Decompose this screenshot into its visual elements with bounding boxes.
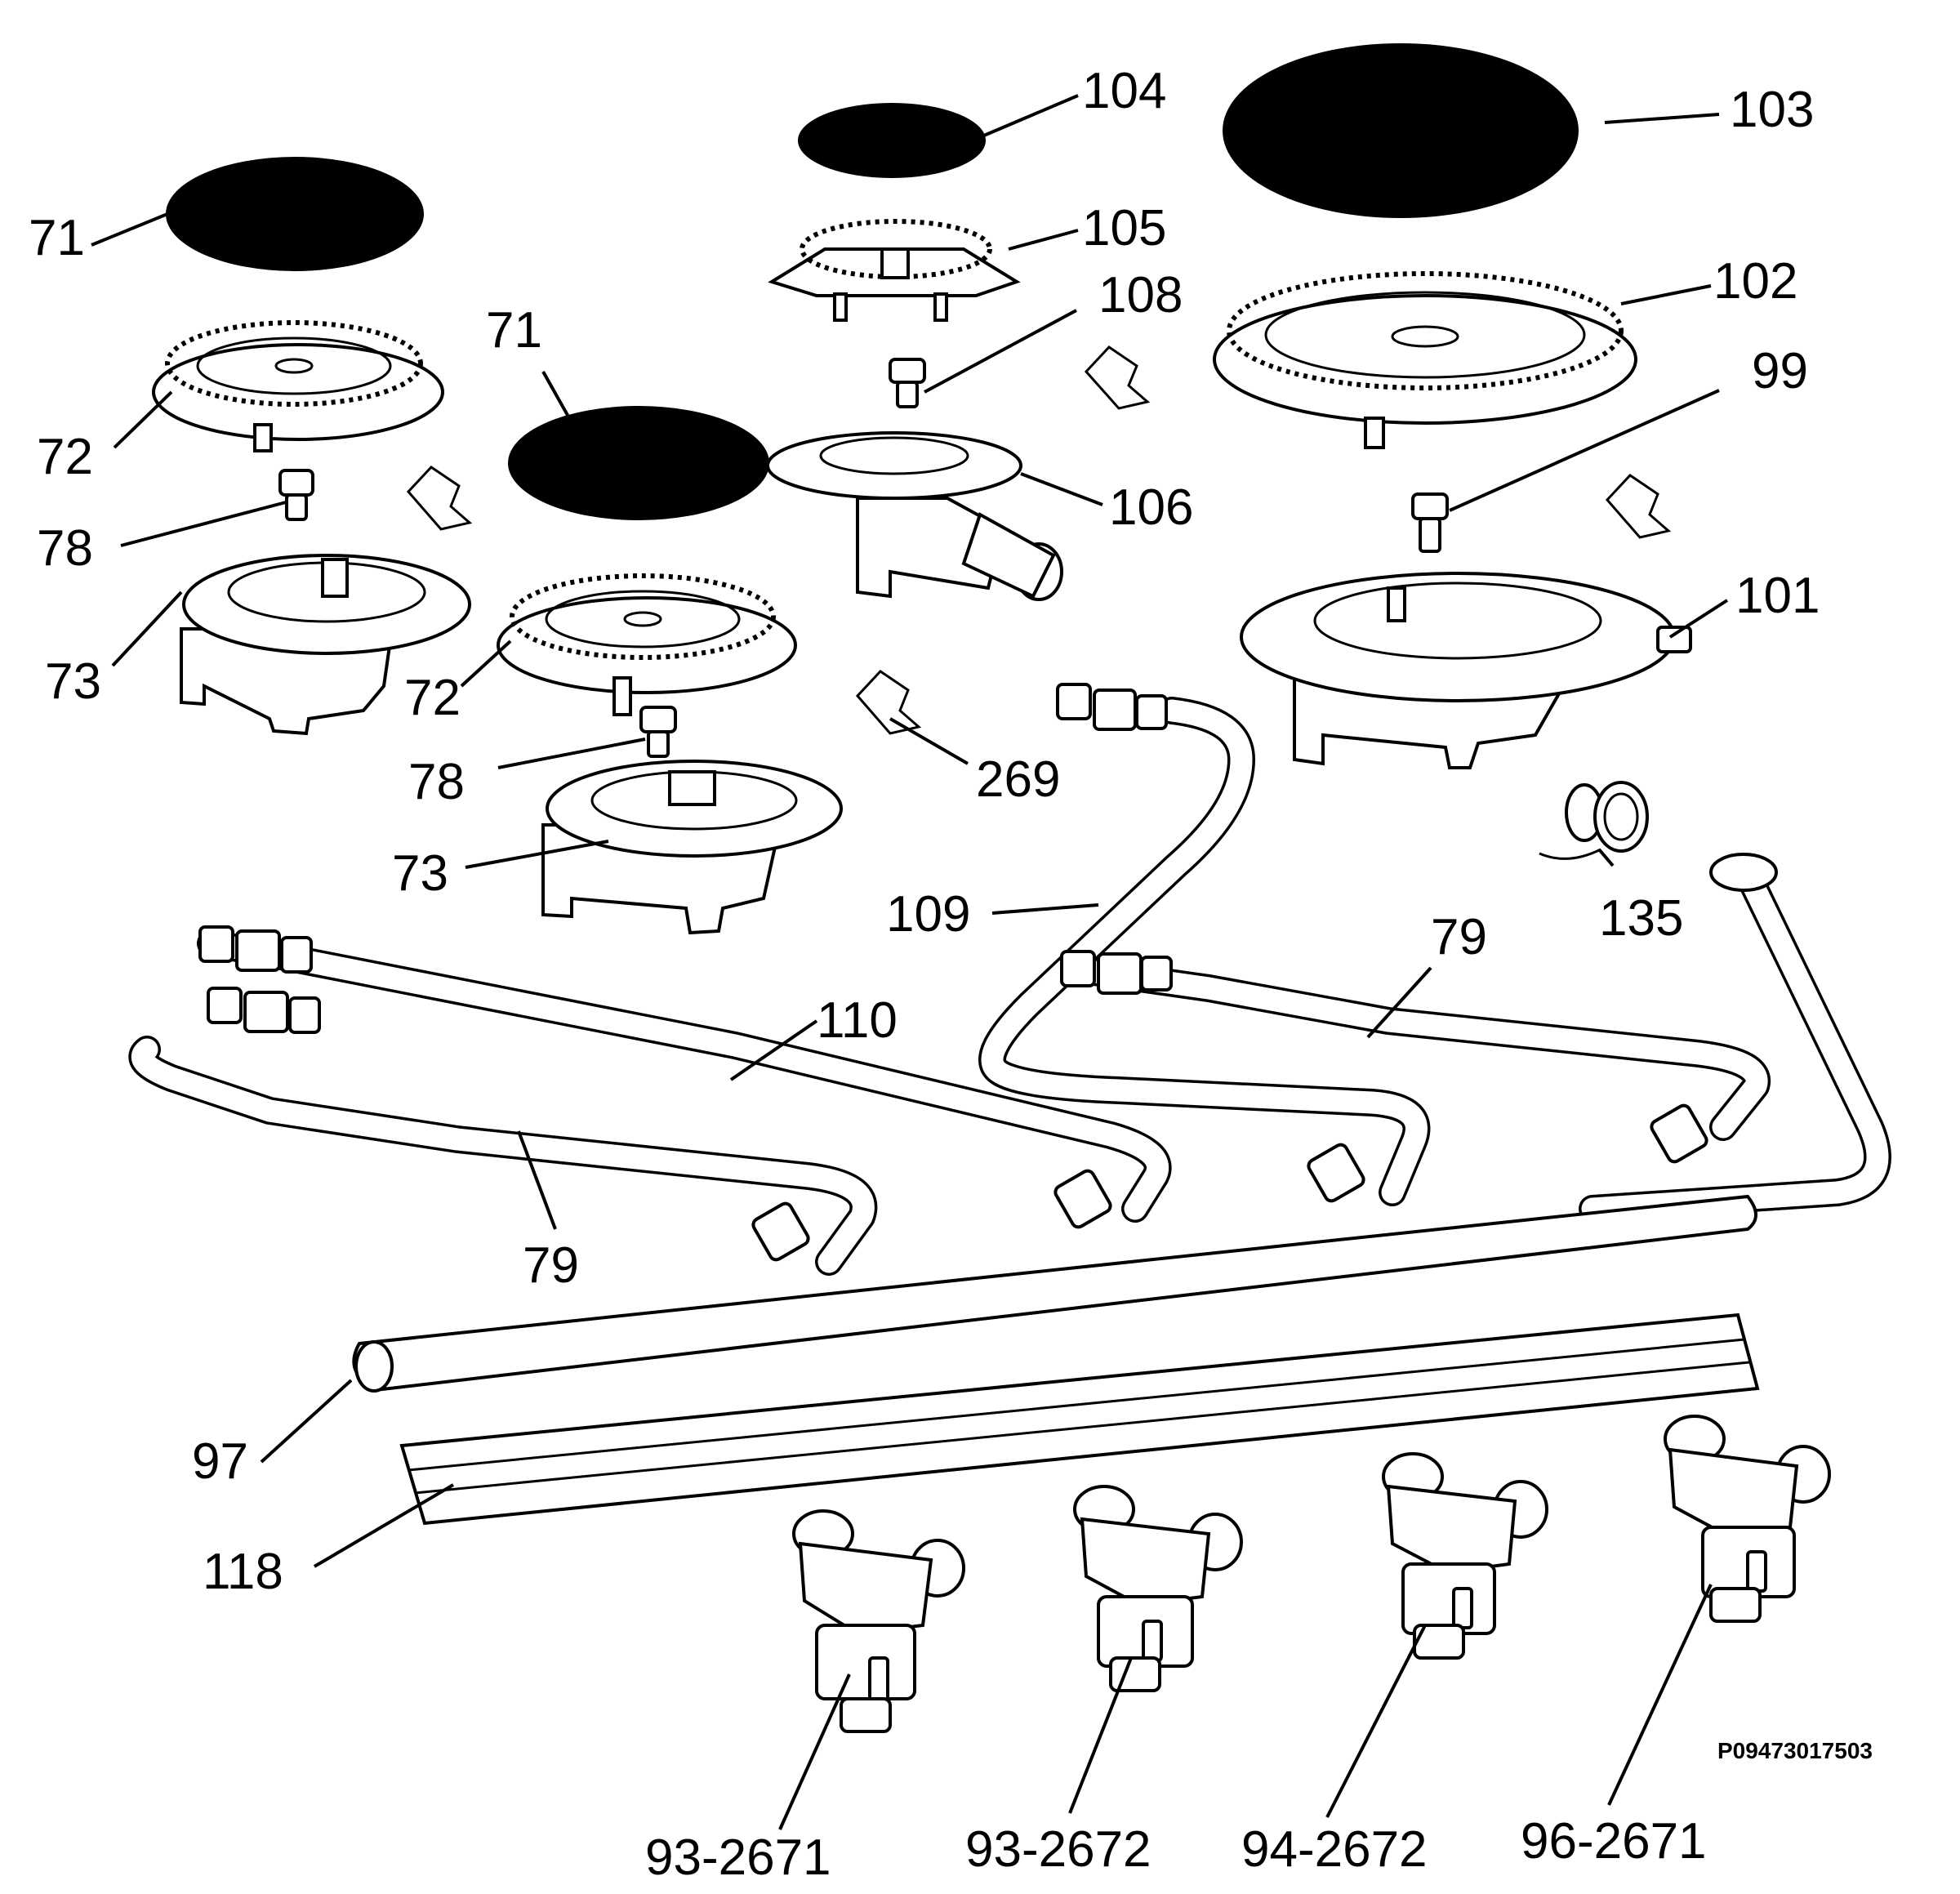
gas-manifold-97 [352, 1194, 1757, 1393]
control-bar-118 [399, 1312, 1760, 1526]
gas-pipe-110 [197, 929, 1172, 1223]
burner-body-101 [1240, 572, 1692, 769]
label-106: 106 [1109, 479, 1193, 536]
burner-crown-72-center [497, 573, 797, 716]
label-72-left: 72 [37, 429, 93, 485]
label-73-center: 73 [392, 845, 448, 902]
pipe-fittings [198, 683, 1708, 1262]
label-79-right: 79 [1431, 909, 1487, 965]
gas-valve-94-2672 [1382, 1452, 1548, 1660]
label-103: 103 [1730, 82, 1814, 138]
gas-valve-93-2672 [1073, 1485, 1243, 1692]
leader-lines [91, 94, 1729, 1830]
label-108: 108 [1098, 267, 1183, 323]
burner-cap-103 [1223, 43, 1579, 218]
label-71-left: 71 [29, 210, 85, 266]
burner-body-73-left [180, 554, 471, 736]
gas-supply-pipe [1579, 853, 1891, 1223]
wiper-269-left [406, 466, 473, 531]
label-72-center: 72 [404, 670, 461, 726]
label-99: 99 [1752, 343, 1808, 399]
gas-valve-93-2671 [792, 1509, 965, 1733]
injector-99 [1411, 492, 1449, 553]
burner-cap-71-center [508, 406, 769, 520]
burner-crown-102 [1213, 271, 1637, 449]
label-269: 269 [976, 751, 1060, 808]
gas-valve-96-2671 [1664, 1415, 1831, 1623]
label-73-left: 73 [45, 653, 101, 710]
label-78-left: 78 [37, 520, 93, 577]
label-110: 110 [817, 992, 898, 1049]
gas-pipe-79-right [1080, 958, 1771, 1141]
burner-crown-105 [768, 219, 1021, 322]
label-104: 104 [1082, 63, 1166, 119]
burner-cap-71-left [166, 157, 424, 271]
injector-108 [889, 358, 926, 408]
gas-pipe-79-left [128, 1036, 878, 1276]
burner-crown-72-left [152, 320, 444, 452]
label-135: 135 [1599, 890, 1683, 947]
label-94-2672: 94-2672 [1241, 1821, 1428, 1878]
label-105: 105 [1082, 200, 1166, 256]
wiper-269-middle [855, 670, 922, 735]
label-118: 118 [203, 1544, 283, 1600]
wiper-269-right [1605, 474, 1672, 539]
label-79-left: 79 [523, 1237, 579, 1294]
label-93-2672: 93-2672 [965, 1821, 1152, 1878]
label-97: 97 [192, 1433, 248, 1490]
injector-78-center [639, 706, 677, 758]
label-102: 102 [1713, 253, 1797, 310]
injector-78-left [278, 469, 314, 521]
gas-pipe-109 [978, 697, 1431, 1206]
label-78-center: 78 [408, 754, 465, 810]
label-101: 101 [1735, 568, 1820, 624]
label-93-2671: 93-2671 [645, 1829, 831, 1886]
label-96-2671: 96-2671 [1521, 1813, 1707, 1869]
wiper-269-upper [1084, 345, 1151, 410]
label-109: 109 [886, 886, 970, 943]
burner-body-73-center [541, 760, 843, 935]
burner-body-106 [766, 431, 1063, 601]
thermocouple-135 [1539, 781, 1649, 860]
drawing-code: P09473017503 [1717, 1738, 1873, 1763]
burner-cap-104 [798, 103, 986, 178]
label-71-center: 71 [486, 302, 542, 359]
